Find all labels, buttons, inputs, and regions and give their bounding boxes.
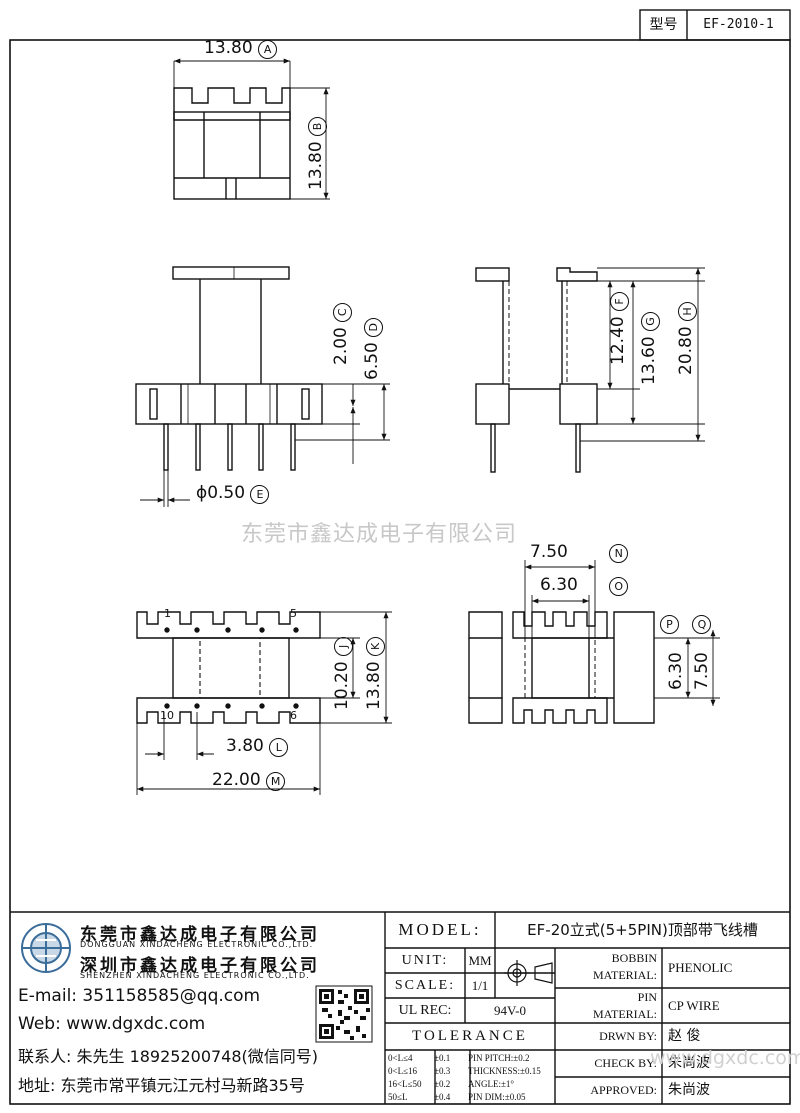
approved-value: 朱尚波 xyxy=(668,1082,710,1098)
unit-value: MM xyxy=(468,953,492,968)
company-name-cn-1: 东莞市鑫达成电子有限公司 xyxy=(80,925,320,945)
sheet-border xyxy=(9,39,791,1105)
bottom-view xyxy=(136,611,392,795)
dim-c: 2.00 C xyxy=(331,302,352,365)
dim-d: 6.50 D xyxy=(362,317,383,380)
model-value: EF-20立式(5+5PIN)顶部带飞线槽 xyxy=(527,921,758,939)
pin-label-10: 10 xyxy=(160,709,174,722)
drawn-by-label: DRWN BY: xyxy=(599,1029,657,1043)
qr-code xyxy=(315,985,373,1043)
dim-g: 13.60 G xyxy=(639,311,660,385)
side-view xyxy=(475,267,705,473)
dim-e: ϕ0.50 E xyxy=(196,483,270,504)
dim-pq-tags: P Q xyxy=(660,613,712,634)
header-box xyxy=(639,9,791,41)
dim-o: 6.30 O xyxy=(540,575,629,596)
bobbin-material-label: BOBBIN MATERIAL: xyxy=(593,951,657,982)
model-label: MODEL: xyxy=(398,920,482,939)
dim-n: 7.50 N xyxy=(530,542,629,563)
ulrec-value: 94V-0 xyxy=(493,1003,527,1018)
check-by-value: 朱尚波 xyxy=(668,1055,710,1071)
pin-material-value: CP WIRE xyxy=(668,998,720,1013)
check-by-label: CHECK BY: xyxy=(594,1056,657,1070)
bobbin-material-value: PHENOLIC xyxy=(668,960,733,975)
company-address: 地址: 东莞市常平镇元江元村马新路35号 xyxy=(18,1076,305,1095)
scale-value: 1/1 xyxy=(471,978,489,993)
company-name-en-2: SHENZHEN XINDACHENG ELECTRONIC CO.,LTD. xyxy=(80,971,310,980)
front-view xyxy=(135,266,390,507)
pin-label-1: 1 xyxy=(164,607,171,620)
dim-p: 6.30 xyxy=(666,652,686,690)
dim-b: 13.80 B xyxy=(306,116,327,190)
top-view xyxy=(173,58,330,200)
company-name-cn-2: 深圳市鑫达成电子有限公司 xyxy=(80,956,320,976)
dim-k: 13.80 K xyxy=(364,636,385,710)
dim-f: 12.40 F xyxy=(608,291,629,365)
approved-label: APPROVED: xyxy=(590,1083,657,1097)
company-email: E-mail: 351158585@qq.com xyxy=(18,986,261,1006)
drawn-by-value: 赵 俊 xyxy=(668,1028,701,1044)
unit-label: UNIT: xyxy=(401,953,449,968)
type-label: 型号 xyxy=(649,17,678,33)
section-view xyxy=(468,560,720,724)
model-code: EF-2010-1 xyxy=(703,17,774,32)
pin-label-6: 6 xyxy=(290,709,297,722)
dim-q: 7.50 xyxy=(692,652,712,690)
dim-j: 10.20 J xyxy=(332,636,353,710)
pin-material-label: PIN MATERIAL: xyxy=(593,990,657,1021)
projection-symbol-icon xyxy=(504,960,553,986)
dim-l: 3.80 L xyxy=(226,736,289,757)
pin-label-5: 5 xyxy=(290,607,297,620)
bottom-watermark: www.dgxdc.com xyxy=(650,1047,800,1069)
company-web: Web: www.dgxdc.com xyxy=(18,1014,206,1034)
tolerance-label: TOLERANCE xyxy=(412,1028,528,1044)
watermark-text: 东莞市鑫达成电子有限公司 xyxy=(241,522,518,547)
company-logo xyxy=(21,923,71,973)
company-name-en-1: DONGGUAN XINDACHENG ELECTRONIC CO.,LTD. xyxy=(80,940,314,949)
ulrec-label: UL REC: xyxy=(398,1003,452,1018)
dim-a: 13.80 A xyxy=(204,38,278,59)
dim-h: 20.80 H xyxy=(676,301,697,375)
company-contact: 联系人: 朱先生 18925200748(微信同号) xyxy=(18,1047,319,1066)
dim-m: 22.00 M xyxy=(212,770,286,791)
scale-label: SCALE: xyxy=(394,978,456,993)
